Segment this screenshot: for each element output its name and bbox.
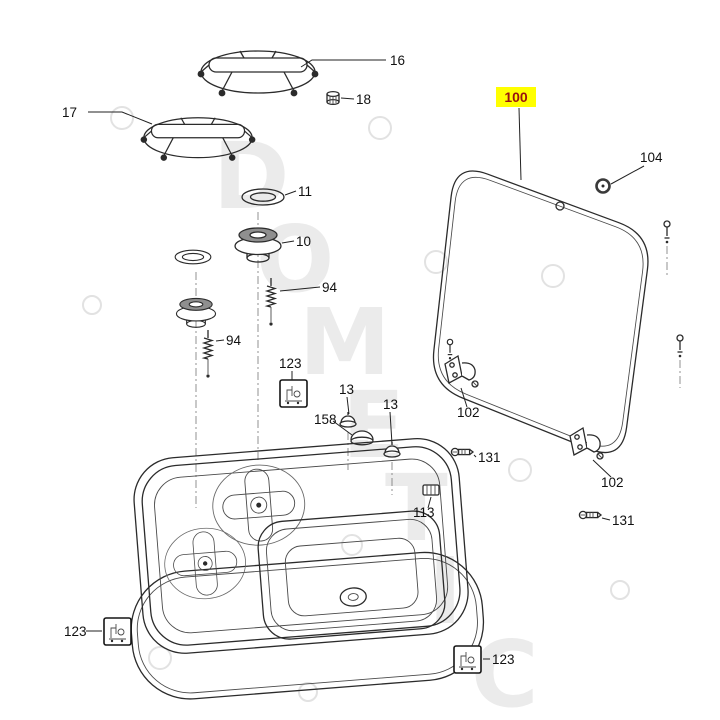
connector-113 (422, 484, 440, 496)
part-label-123-top: 123 (279, 356, 302, 371)
glass-lid-100 (432, 170, 649, 454)
highlighted-part-label-100: 100 (496, 87, 536, 107)
clamp-kit-123-top (279, 379, 308, 408)
part-label-104: 104 (640, 150, 663, 165)
part-label-102-right: 102 (601, 475, 624, 490)
part-label-10: 10 (296, 234, 311, 249)
part-label-131-right: 131 (612, 513, 635, 528)
electrode-94-left (203, 329, 213, 379)
burner-opening-large (212, 464, 306, 546)
watermark-letter: M (299, 289, 391, 396)
pan-support-grate-16 (196, 50, 320, 98)
part-label-18: 18 (356, 92, 371, 107)
part-label-16: 16 (390, 53, 405, 68)
part-label-123-right: 123 (492, 652, 515, 667)
part-label-102-left: 102 (457, 405, 480, 420)
burner-opening-small (164, 527, 247, 600)
small-parts (103, 50, 684, 674)
part-label-17: 17 (62, 105, 77, 120)
screw-131-right (578, 510, 602, 520)
part-label-158: 158 (314, 412, 337, 427)
hinge-102-right (569, 427, 604, 460)
clamp-kit-123-right (453, 645, 482, 674)
hinge-pin-left (446, 338, 454, 360)
seal-ring-small (174, 249, 212, 265)
watermark-bubbles (82, 106, 630, 702)
screw-131-left (450, 447, 474, 457)
part-label-113: 113 (413, 505, 435, 520)
part-label-94-left: 94 (226, 333, 242, 348)
grommet-104 (595, 178, 611, 194)
clamp-kit-123-left (103, 617, 132, 646)
leader-lines (86, 59, 645, 660)
watermark-letter: E (342, 372, 405, 479)
cap-18 (326, 90, 340, 106)
lid-knob-hole (555, 201, 565, 211)
sink-bowl (257, 510, 446, 640)
drain-hole (339, 587, 367, 607)
lid-pin-bottom (676, 334, 684, 358)
part-label-13-left: 13 (339, 382, 354, 397)
part-label-11: 11 (298, 184, 312, 199)
hinge-102-left (444, 355, 479, 388)
part-labels: 16 17 18 11 10 94 94 123 158 13 13 113 1… (62, 53, 663, 667)
part-label-123-left: 123 (64, 624, 87, 639)
part-label-94-right: 94 (322, 280, 338, 295)
lid-pin-top (663, 220, 671, 244)
watermark-letter: T (385, 455, 448, 562)
part-label-100: 100 (504, 89, 528, 105)
gasket-seal (130, 551, 485, 700)
highlight-box (496, 87, 536, 107)
part-label-131-left: 131 (478, 450, 501, 465)
part-label-13-right: 13 (383, 397, 398, 412)
